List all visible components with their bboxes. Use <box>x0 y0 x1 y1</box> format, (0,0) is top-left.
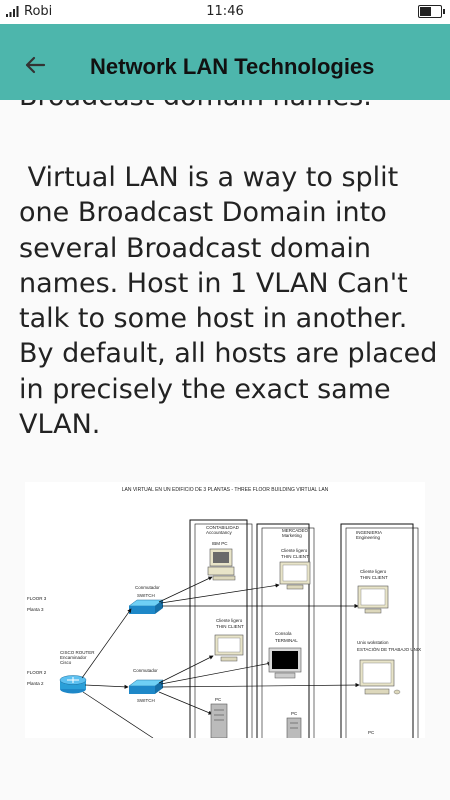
article-content[interactable]: Broadcast domain names. Virtual LAN is a… <box>0 100 450 800</box>
group-box-marketing <box>256 523 310 738</box>
group-box-accountancy <box>189 519 248 738</box>
ibm-pc-label: IBM PC <box>212 541 228 546</box>
terminal-icon <box>268 647 302 679</box>
router-label: CISCO ROUTER <box>60 650 95 655</box>
thin-client-accountancy-icon <box>214 634 244 662</box>
router-sublabel-es: Encaminador <box>60 655 87 660</box>
status-left: Robi <box>6 4 52 19</box>
pc-tower-icon-2 <box>286 717 302 738</box>
switch-floor3-sublabel: SWITCH <box>137 593 155 598</box>
arrow-left-icon <box>25 56 46 74</box>
group-sublabel-accountancy: Accountancy <box>206 530 233 535</box>
thin-client-marketing-label-en: THIN CLIENT <box>281 554 309 559</box>
status-bar: Robi 11:46 <box>0 0 450 24</box>
pc-label-2: PC <box>291 711 298 716</box>
unix-label-es: ESTACIÓN DE TRABAJO UNIX <box>357 646 421 652</box>
unix-workstation-icon <box>359 659 401 695</box>
group-label-accountancy: CONTABILIDAD <box>206 525 240 530</box>
group-box-engineering <box>340 523 414 738</box>
back-button[interactable] <box>20 50 50 80</box>
switch-floor2-icon <box>128 679 164 694</box>
thin-client-marketing-label-es: Cliente ligero <box>281 548 308 553</box>
page-title: Network LAN Technologies <box>90 54 375 79</box>
terminal-label-en: TERMINAL <box>275 638 298 643</box>
router-sublabel-brand: Cisco <box>60 660 72 665</box>
vlan-diagram: LAN VIRTUAL EN UN EDIFICIO DE 3 PLANTAS … <box>25 482 425 738</box>
thin-client-accountancy-label-es: Cliente ligero <box>216 618 243 623</box>
app-bar: Network LAN Technologies <box>0 24 450 100</box>
vlan-diagram-svg: LAN VIRTUAL EN UN EDIFICIO DE 3 PLANTAS … <box>27 487 421 738</box>
article-text-cut: Broadcast domain names. <box>19 100 372 112</box>
group-label-marketing: MERCADEO <box>282 528 309 533</box>
carrier-name: Robi <box>24 4 53 19</box>
switch-floor3-label: Conmutador <box>135 585 160 590</box>
thin-client-engineering-label-es: Cliente ligero <box>360 569 387 574</box>
diagram-title: LAN VIRTUAL EN UN EDIFICIO DE 3 PLANTAS … <box>122 487 329 493</box>
pc-label-1: PC <box>215 697 222 702</box>
thin-client-accountancy-label-en: THIN CLIENT <box>216 624 244 629</box>
terminal-label-es: Consola <box>275 631 292 636</box>
floor2-label: FLOOR 2 <box>27 670 47 675</box>
signal-icon <box>6 6 19 17</box>
switch-floor3-icon <box>128 599 164 614</box>
article-paragraph: Virtual LAN is a way to split one Broadc… <box>19 162 446 441</box>
floor3-label: FLOOR 3 <box>27 596 47 601</box>
pc-label-3: PC <box>368 730 375 735</box>
switch-floor2-sublabel: SWITCH <box>137 698 155 703</box>
connection-lines <box>81 576 360 738</box>
group-label-engineering: INGENIERIA <box>356 530 382 535</box>
thin-client-engineering-label-en: THIN CLIENT <box>360 575 388 580</box>
thin-client-engineering-icon <box>357 585 389 614</box>
thin-client-marketing-icon <box>279 561 311 590</box>
planta3-label: Planta 3 <box>27 607 44 612</box>
clock: 11:46 <box>206 4 244 19</box>
group-sublabel-marketing: Marketing <box>282 533 302 538</box>
group-sublabel-engineering: Engineering <box>356 535 381 540</box>
unix-label-en: Unix wokstation <box>357 640 389 645</box>
battery-icon <box>418 5 445 18</box>
router-icon <box>59 675 87 694</box>
ibm-pc-icon <box>207 548 236 581</box>
pc-tower-icon-1 <box>210 703 228 738</box>
planta2-label: Planta 2 <box>27 681 44 686</box>
switch-floor2-label: Conmutador <box>133 668 158 673</box>
